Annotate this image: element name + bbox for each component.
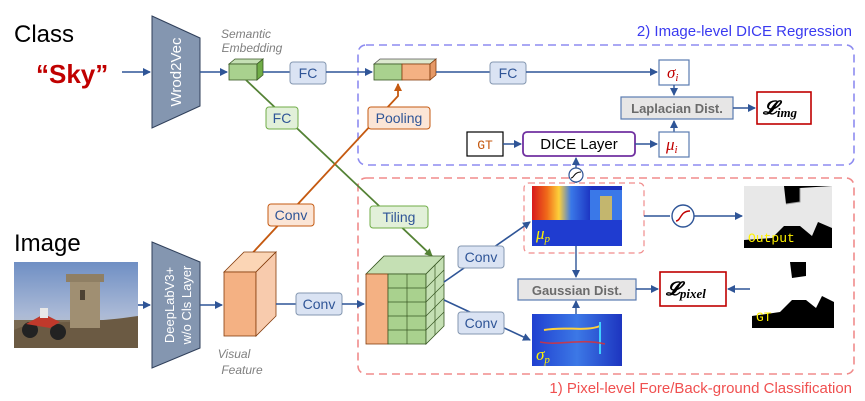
gaussian-label: Gaussian Dist.: [532, 283, 622, 298]
mu-i-symbol: μi: [665, 135, 678, 156]
conv-mid-label: Conv: [303, 296, 336, 312]
dice-layer-label: DICE Layer: [540, 136, 618, 153]
concat-feature-cube: [372, 58, 438, 81]
word2vec-label: Wrod2Vec: [168, 37, 185, 106]
semantic-embedding-cube: [227, 58, 265, 81]
conv-upper-label: Conv: [465, 249, 498, 265]
tiling-label: Tiling: [383, 209, 416, 225]
fc-top-right-box: [489, 61, 527, 85]
sigma-i-symbol: σi: [667, 63, 678, 84]
gt-top-box: [466, 131, 504, 157]
output-region: [523, 182, 645, 254]
output-label: Output: [748, 231, 795, 246]
word2vec-block: [151, 15, 201, 129]
mu-i-box: [658, 131, 690, 158]
fc-top-left-box: [289, 61, 327, 85]
l-img-box: [756, 91, 812, 125]
fc-diag-label: FC: [273, 110, 292, 126]
conv-upper-box: [457, 245, 505, 269]
sigma-p-heatmap: [532, 314, 622, 366]
input-image: [14, 262, 138, 348]
class-title: Class: [14, 21, 74, 48]
conv-lower-label: Conv: [465, 315, 498, 331]
semantic-embedding-label-1: Semantic: [221, 27, 271, 41]
laplacian-label: Laplacian Dist.: [631, 101, 723, 116]
fc-top-left-label: FC: [299, 65, 318, 81]
gt-pixel-mask: [752, 262, 834, 328]
mu-p-heatmap: [532, 186, 622, 246]
image-level-region: [357, 44, 855, 166]
sigmoid-icon: [671, 204, 695, 228]
pixel-level-region-label: 1) Pixel-level Fore/Back-ground Classifi…: [549, 380, 852, 397]
fc-diag-box: [265, 106, 299, 130]
pooling-box: [367, 106, 431, 130]
pixel-level-region: [357, 177, 855, 375]
deeplab-label-1: DeepLabV3+: [162, 267, 177, 343]
conv-diag-box: [267, 203, 315, 227]
mu-p-symbol: μp: [535, 224, 551, 245]
class-word: “Sky”: [36, 59, 108, 89]
conv-diag-label: Conv: [275, 207, 308, 223]
deeplab-block: [151, 241, 201, 369]
fused-feature-cube: [365, 255, 445, 345]
visual-feature-label-2: Feature: [221, 363, 263, 377]
conv-lower-box: [457, 311, 505, 335]
sigmoid-small-icon: [568, 167, 584, 183]
l-pixel-box: [659, 271, 727, 307]
fc-top-right-label: FC: [499, 65, 518, 81]
visual-feature-cube: [223, 251, 277, 337]
gt-top-label: GT: [477, 138, 493, 153]
semantic-embedding-label-2: Embedding: [222, 41, 283, 55]
image-title: Image: [14, 230, 81, 257]
pooling-label: Pooling: [376, 110, 423, 126]
visual-feature-label-1: Visual: [218, 347, 251, 361]
output-mask: [744, 186, 832, 248]
gt-pixel-label: GT: [756, 310, 772, 325]
sigma-p-symbol: σp: [536, 345, 550, 366]
image-level-region-label: 2) Image-level DICE Regression: [637, 23, 852, 40]
deeplab-label-2: w/o Cls Layer: [179, 265, 194, 345]
tiling-box: [369, 205, 429, 229]
